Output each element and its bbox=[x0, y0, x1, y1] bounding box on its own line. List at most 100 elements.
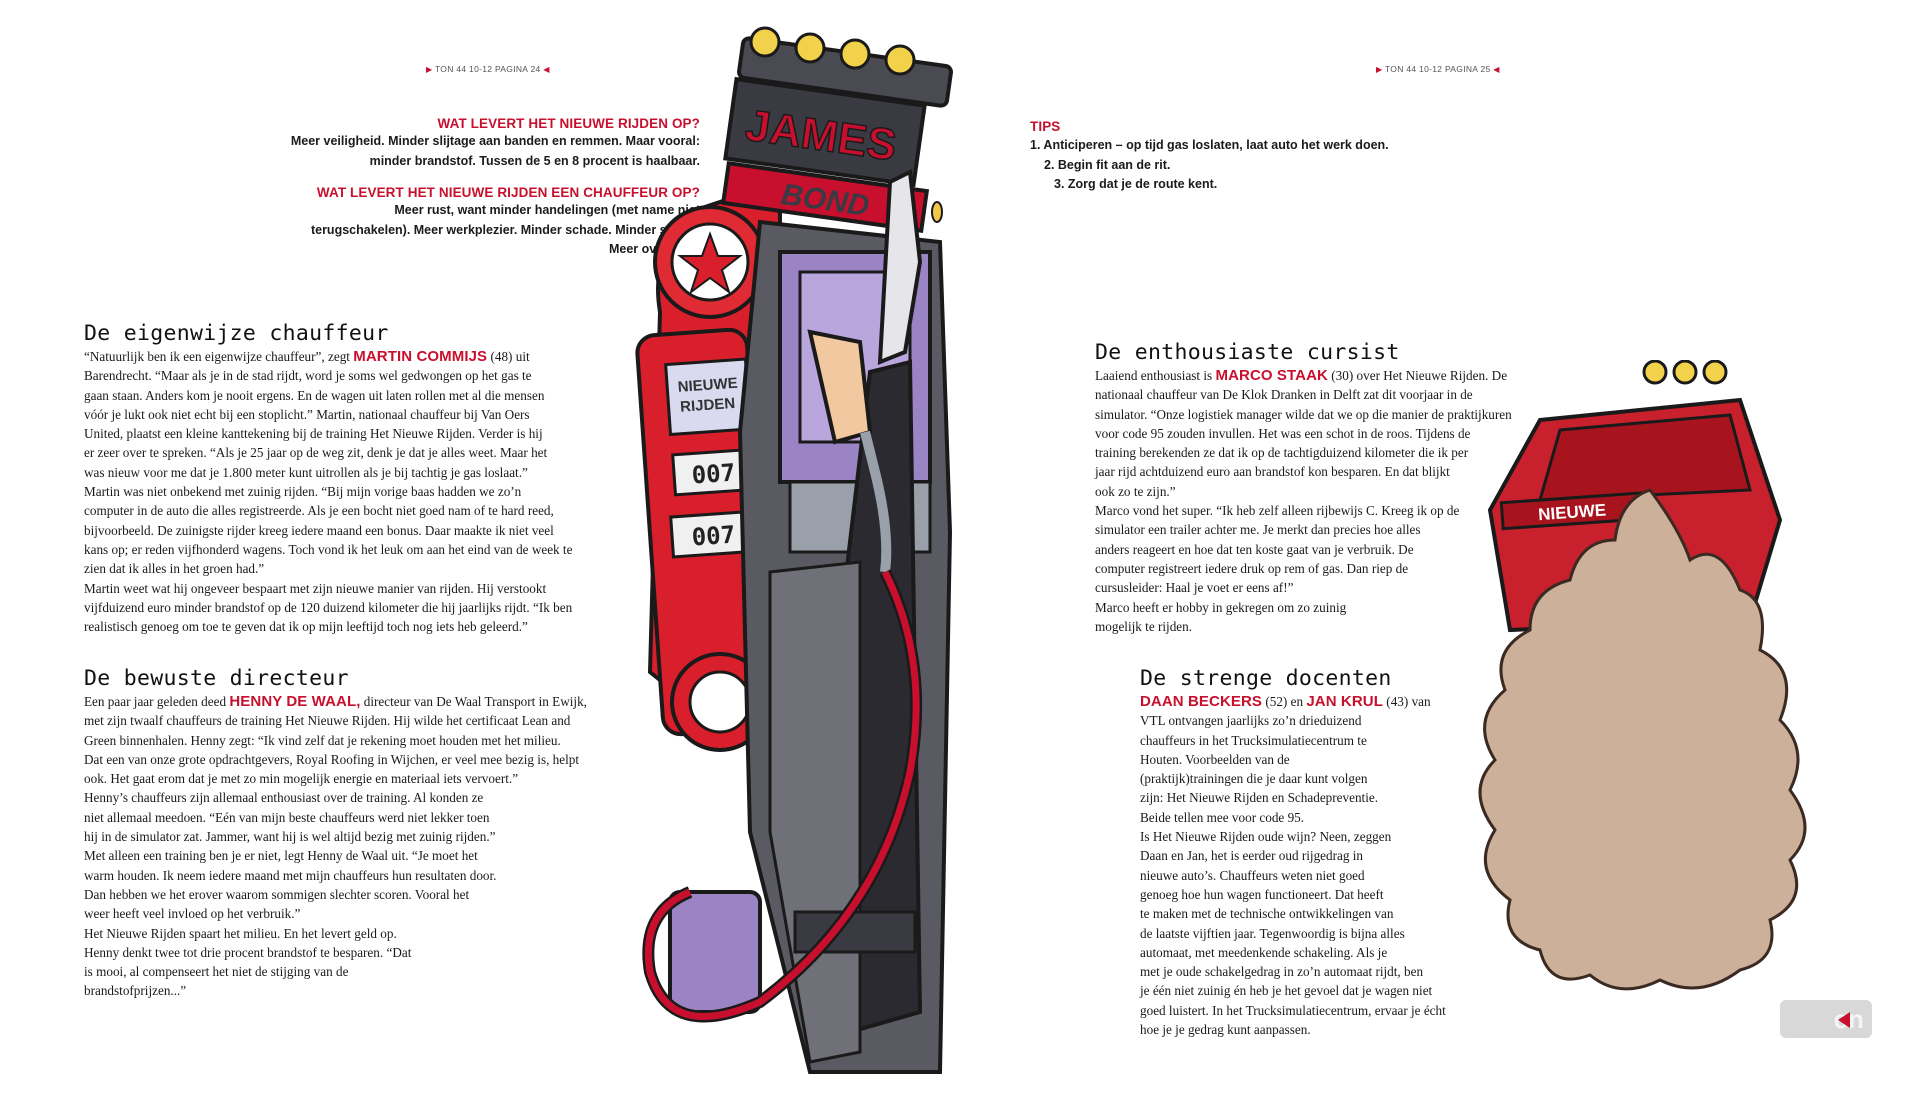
qa-answer-2: Meer rust, want minder handelingen (met … bbox=[160, 201, 700, 260]
section-line: Marco heeft er hobby in gekregen om zo z… bbox=[1095, 599, 1347, 615]
section-line: United, plaatst een kleine kanttekening … bbox=[84, 426, 543, 442]
section-line: DAAN BECKERS (52) en JAN KRUL (43) van bbox=[1140, 692, 1470, 711]
section-line: er zeer over te spreken. “Als je 25 jaar… bbox=[84, 445, 548, 461]
fuel-drop bbox=[931, 201, 943, 223]
folio-arrow-left-icon: ◀ bbox=[1493, 65, 1500, 74]
text-run: (30) over Het Nieuwe Rijden. De bbox=[1327, 368, 1508, 383]
section-line: jaar rijd achtduizend euro aan brandstof… bbox=[1095, 464, 1450, 480]
section-line: weer heeft veel invloed op het verbruik.… bbox=[84, 906, 301, 922]
section-line: Henny denkt twee tot drie procent brands… bbox=[84, 944, 412, 960]
logo-triangle-icon bbox=[1838, 1012, 1850, 1028]
section-line: ook. Het gaat erom dat je met zo min mog… bbox=[84, 771, 519, 787]
qa-answer-line: minder brandstof. Tussen de 5 en 8 proce… bbox=[369, 153, 700, 168]
dust-cloud bbox=[1478, 488, 1807, 991]
tips-heading: TIPS bbox=[1030, 119, 1061, 134]
section-line: Het Nieuwe Rijden spaart het milieu. En … bbox=[84, 925, 397, 941]
section-line: nieuwe auto’s. Chauffeurs weten niet goe… bbox=[1140, 867, 1365, 883]
section-line: simulator. “Onze logistiek manager wilde… bbox=[1095, 406, 1512, 422]
tips-block: TIPS 1. Anticiperen – op tijd gas loslat… bbox=[1030, 118, 1450, 195]
section-heading: De eigenwijze chauffeur bbox=[84, 321, 389, 346]
folio-page-label: PAGINA bbox=[1444, 64, 1478, 74]
qa-question-1: WAT LEVERT HET NIEUWE RIJDEN OP? bbox=[437, 116, 700, 131]
section-line: Met alleen een training ben je er niet, … bbox=[84, 848, 478, 864]
section-line: Dat een van onze grote opdrachtgevers, R… bbox=[84, 751, 580, 767]
folio-left: ▶ TON 44 10-12 PAGINA 24 ◀ bbox=[426, 64, 550, 74]
person-name: MARTIN COMMIJS bbox=[353, 348, 488, 365]
truck-label: NIEUWE bbox=[1538, 501, 1607, 525]
section-line: Beide tellen mee voor code 95. bbox=[1140, 809, 1305, 825]
folio-magazine: TON 44 bbox=[1384, 64, 1417, 74]
tip-item: 1. Anticiperen – op tijd gas loslaten, l… bbox=[1030, 138, 1389, 152]
section-body: Barendrecht. “Maar als je in de stad rij… bbox=[84, 366, 704, 636]
person-name: JAN KRUL bbox=[1306, 693, 1383, 710]
folio-arrow-right-icon: ▶ bbox=[426, 65, 433, 74]
section-enthousiaste-cursist: De enthousiaste cursist Laaiend enthousi… bbox=[1095, 340, 1565, 636]
fuel-hose bbox=[644, 570, 920, 1020]
tips-list: 1. Anticiperen – op tijd gas loslaten, l… bbox=[1030, 136, 1450, 195]
fuel-nozzle bbox=[807, 168, 943, 573]
qa-answer-1: Meer veiligheid. Minder slijtage aan ban… bbox=[160, 132, 700, 171]
section-line: (praktijk)trainingen die je daar kunt vo… bbox=[1140, 771, 1368, 787]
section-eigenwijze-chauffeur: De eigenwijze chauffeur “Natuurlijk ben … bbox=[84, 321, 704, 636]
tip-item: 3. Zorg dat je de route kent. bbox=[1054, 177, 1218, 191]
text-run: directeur van De Waal Transport in Ewijk… bbox=[360, 694, 587, 709]
section-line: Daan en Jan, het is eerder oud rijgedrag… bbox=[1140, 848, 1364, 864]
text-run: Laaiend enthousiast is bbox=[1095, 368, 1216, 383]
folio-right: ▶ TON 44 10-12 PAGINA 25 ◀ bbox=[1376, 64, 1500, 74]
section-line: Marco vond het super. “Ik heb zelf allee… bbox=[1095, 503, 1460, 519]
section-line: VTL ontvangen jaarlijks zo’n drieduizend bbox=[1140, 713, 1362, 729]
section-body: VTL ontvangen jaarlijks zo’n drieduizend… bbox=[1140, 711, 1470, 1039]
section-line: warm houden. Ik neem iedere maand met mi… bbox=[84, 867, 497, 883]
publisher-logo: en bbox=[1780, 1000, 1872, 1038]
section-line: Martin was niet onbekend met zuinig rijd… bbox=[84, 484, 522, 500]
section-line: training berekenden ze dat ik op de tach… bbox=[1095, 445, 1469, 461]
section-line: Dan hebben we het erover waarom sommigen… bbox=[84, 886, 470, 902]
tip-item: 2. Begin fit aan de rit. bbox=[1044, 157, 1171, 172]
section-line: Houten. Voorbeelden van de bbox=[1140, 751, 1290, 767]
section-line: met zijn twaalf chauffeurs de training H… bbox=[84, 713, 571, 729]
section-strenge-docenten: De strenge docenten DAAN BECKERS (52) en… bbox=[1140, 666, 1470, 1039]
section-line: cursusleider: Haal je voet er eens af!” bbox=[1095, 580, 1294, 596]
section-line: is mooi, al compenseert het niet de stij… bbox=[84, 964, 349, 980]
section-line: niet allemaal meedoen. “Eén van mijn bes… bbox=[84, 809, 490, 825]
text-run: (48) uit bbox=[487, 349, 530, 364]
person-name: HENNY DE WAAL, bbox=[229, 693, 361, 710]
section-line: computer registreert iedere druk op rem … bbox=[1095, 560, 1409, 576]
folio-arrow-left-icon: ◀ bbox=[543, 65, 550, 74]
section-line: was nieuw voor me dat je 1.800 meter kun… bbox=[84, 464, 528, 480]
section-line: mogelijk te rijden. bbox=[1095, 618, 1193, 634]
counter-2: 007 bbox=[691, 521, 736, 552]
text-run: (43) van bbox=[1383, 694, 1431, 709]
section-line: Martin weet wat hij ongeveer bespaart me… bbox=[84, 580, 547, 596]
qa-answer-line: terugschakelen). Meer werkplezier. Minde… bbox=[310, 222, 700, 237]
section-line: Een paar jaar geleden deed HENNY DE WAAL… bbox=[84, 692, 704, 711]
section-line: realistisch genoeg om toe te geven dat i… bbox=[84, 619, 528, 635]
section-heading: De enthousiaste cursist bbox=[1095, 340, 1400, 365]
section-line: Green binnenhalen. Henny zegt: “Ik vind … bbox=[84, 732, 561, 748]
section-line: nationaal chauffeur van De Klok Dranken … bbox=[1095, 387, 1473, 403]
section-line: simulator een trailer achter me. Je merk… bbox=[1095, 522, 1421, 538]
section-line: Laaiend enthousiast is MARCO STAAK (30) … bbox=[1095, 366, 1565, 385]
section-body: met zijn twaalf chauffeurs de training H… bbox=[84, 711, 704, 1000]
section-heading: De strenge docenten bbox=[1140, 666, 1392, 691]
pump-label-line1: NIEUWE bbox=[677, 375, 738, 396]
fuel-pump-illustration: NIEUWE RIJDEN 007 007 JAMES BOND bbox=[635, 26, 953, 1074]
section-line: Henny’s chauffeurs zijn allemaal enthous… bbox=[84, 790, 484, 806]
section-line: chauffeurs in het Trucksimulatiecentrum … bbox=[1140, 732, 1367, 748]
truck-dust-illustration: NIEUWE bbox=[1478, 360, 1807, 991]
pump-label-line2: RIJDEN bbox=[680, 395, 736, 416]
folio-arrow-right-icon: ▶ bbox=[1376, 65, 1383, 74]
section-line: zien dat ik alles in het groen had.” bbox=[84, 561, 265, 577]
section-line: met je oude schakelgedrag in zo’n automa… bbox=[1140, 964, 1424, 980]
section-line: gaan staan. Anders kom je nooit ergens. … bbox=[84, 387, 545, 403]
section-line: vóór je lukt ook niet echt bij een stopl… bbox=[84, 406, 530, 422]
section-bewuste-directeur: De bewuste directeur Een paar jaar geled… bbox=[84, 666, 704, 1001]
section-line: je één niet zuinig én heb je het gevoel … bbox=[1140, 983, 1433, 999]
section-line: zijn: Het Nieuwe Rijden en Schadeprevent… bbox=[1140, 790, 1379, 806]
folio-page-number: 25 bbox=[1480, 64, 1491, 74]
section-heading: De bewuste directeur bbox=[84, 666, 349, 691]
person-name: DAAN BECKERS bbox=[1140, 693, 1263, 710]
folio-page-number: 24 bbox=[530, 64, 541, 74]
section-line: hoe je je gedrag kunt aanpassen. bbox=[1140, 1022, 1311, 1038]
person-name: MARCO STAAK bbox=[1215, 367, 1328, 384]
